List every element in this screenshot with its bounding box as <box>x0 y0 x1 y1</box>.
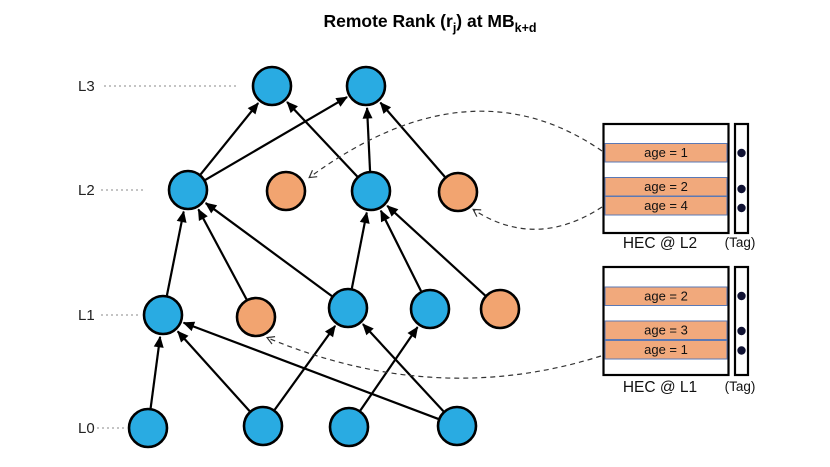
edge-b04-b12 <box>362 323 445 413</box>
dashed-link-hec-l2-row-age1-to-o21 <box>308 110 603 179</box>
level-label-l3: L3 <box>78 78 95 95</box>
node-o22-orange <box>437 171 479 213</box>
hec-l2-caption: HEC @ L2 <box>623 235 697 252</box>
tag-dot <box>737 326 746 336</box>
level-label-l1: L1 <box>78 307 95 324</box>
edge-b12-b21 <box>204 202 333 298</box>
level-l1: L1 <box>78 307 141 324</box>
dashed-link-hec-l2-row-age4-to-o22 <box>472 206 603 230</box>
node-b11-blue <box>142 294 184 336</box>
node-b12-blue <box>327 287 369 329</box>
hec-l2-row-age1 <box>604 143 728 163</box>
hec-l1-tag-column <box>733 265 750 377</box>
edge-b22-b31 <box>286 101 359 178</box>
hec-table-l1: age = 2 age = 3 age = 1 HEC @ L1 (Tag) <box>602 265 756 396</box>
level-l0: L0 <box>78 420 126 437</box>
hec-l2-row-age2-label: age = 2 <box>644 179 688 194</box>
edge-o22-b32 <box>379 101 446 178</box>
node-b31-blue <box>251 65 293 107</box>
dashed-link-hec-l1-row-age1-to-o11 <box>265 336 602 379</box>
edge-o12-b22 <box>386 205 486 297</box>
node-b03-blue <box>328 406 370 448</box>
graph-edges <box>149 96 486 420</box>
edge-b11-b21 <box>165 210 187 296</box>
node-b13-blue <box>409 288 451 330</box>
node-b02-blue <box>242 405 284 447</box>
edge-b12-b22 <box>350 211 370 289</box>
level-label-l0: L0 <box>78 420 95 437</box>
node-b32-blue <box>345 65 387 107</box>
graph-nodes <box>127 65 521 449</box>
tag-dot <box>737 203 746 213</box>
edge-o11-b21 <box>197 208 248 300</box>
edge-b13-b22 <box>379 209 423 292</box>
edge-b21-b31 <box>199 102 260 176</box>
node-o12-orange <box>479 288 521 330</box>
level-l3: L3 <box>78 78 237 95</box>
hec-l1-row-age2 <box>604 286 728 306</box>
hec-to-node-links <box>265 110 603 379</box>
edge-b03-b13 <box>359 326 419 412</box>
hec-l1-row-age3 <box>604 320 728 340</box>
hec-l1-row-age1 <box>604 340 728 360</box>
node-b01-blue <box>127 407 169 449</box>
hec-table-l2: age = 1 age = 2 age = 4 HEC @ L2 (Tag) <box>602 122 756 252</box>
tag-dot <box>737 148 746 158</box>
hec-l2-row-age4 <box>604 196 728 216</box>
node-o11-orange <box>235 296 277 338</box>
hec-l2-tag-caption: (Tag) <box>725 235 756 250</box>
figure-title: Remote Rank (rj) at MBk+d <box>323 11 536 35</box>
hec-l1-caption: HEC @ L1 <box>623 379 697 396</box>
hec-l1-row-age2-label: age = 2 <box>644 289 688 304</box>
node-b22-blue <box>350 170 392 212</box>
hec-l1-tag-caption: (Tag) <box>725 379 756 394</box>
hec-l1-row-age1-label: age = 1 <box>644 342 688 357</box>
node-b21-blue <box>167 169 209 211</box>
hec-l1-row-age3-label: age = 3 <box>644 323 688 338</box>
hec-l2-tag-column <box>733 122 750 235</box>
edge-b01-b11 <box>149 335 164 409</box>
node-o21-orange <box>265 170 307 212</box>
node-b04-blue <box>436 405 478 447</box>
edge-b02-b11 <box>176 330 251 412</box>
tag-dot <box>737 184 746 194</box>
tag-dot <box>737 346 746 355</box>
edge-b04-b11 <box>182 321 439 420</box>
hec-l2-row-age1-label: age = 1 <box>644 145 688 160</box>
edge-b21-b32 <box>204 96 348 181</box>
tag-dot <box>737 291 746 301</box>
edge-b22-b32 <box>362 106 373 172</box>
level-label-l2: L2 <box>78 182 95 199</box>
hec-l2-row-age4-label: age = 4 <box>644 198 688 213</box>
level-l2: L2 <box>78 182 143 199</box>
